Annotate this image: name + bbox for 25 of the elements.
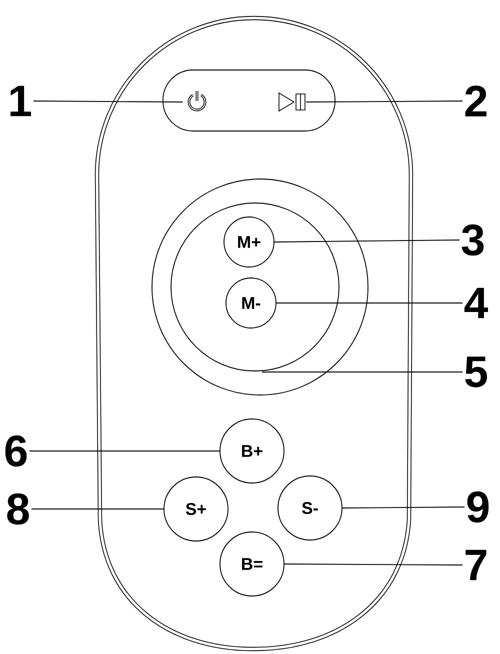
leader-line (32, 100, 184, 102)
leader-line (342, 506, 465, 508)
callout-number: 1 (10, 86, 31, 116)
touch-ring (152, 178, 368, 396)
callout-number: 9 (467, 491, 489, 523)
callout-number: 2 (465, 86, 486, 116)
leader-line (274, 240, 460, 242)
round-button: B= (220, 532, 284, 596)
callout-number: 7 (466, 550, 486, 580)
round-button: M+ (224, 216, 274, 268)
leader-line (306, 100, 463, 102)
leader-line (28, 450, 220, 452)
leader-line (30, 508, 164, 510)
round-button: M- (226, 278, 276, 328)
power-icon (188, 90, 206, 112)
callout-number: 6 (5, 435, 27, 467)
round-button: S- (278, 476, 342, 540)
round-button: B+ (220, 418, 284, 484)
callout-number: 4 (464, 288, 488, 318)
callout-number: 3 (462, 224, 484, 256)
callout-number: 5 (465, 356, 487, 388)
round-button: S+ (164, 476, 228, 542)
leader-line (276, 302, 463, 304)
leader-line (284, 564, 463, 566)
callout-number: 8 (7, 493, 29, 525)
